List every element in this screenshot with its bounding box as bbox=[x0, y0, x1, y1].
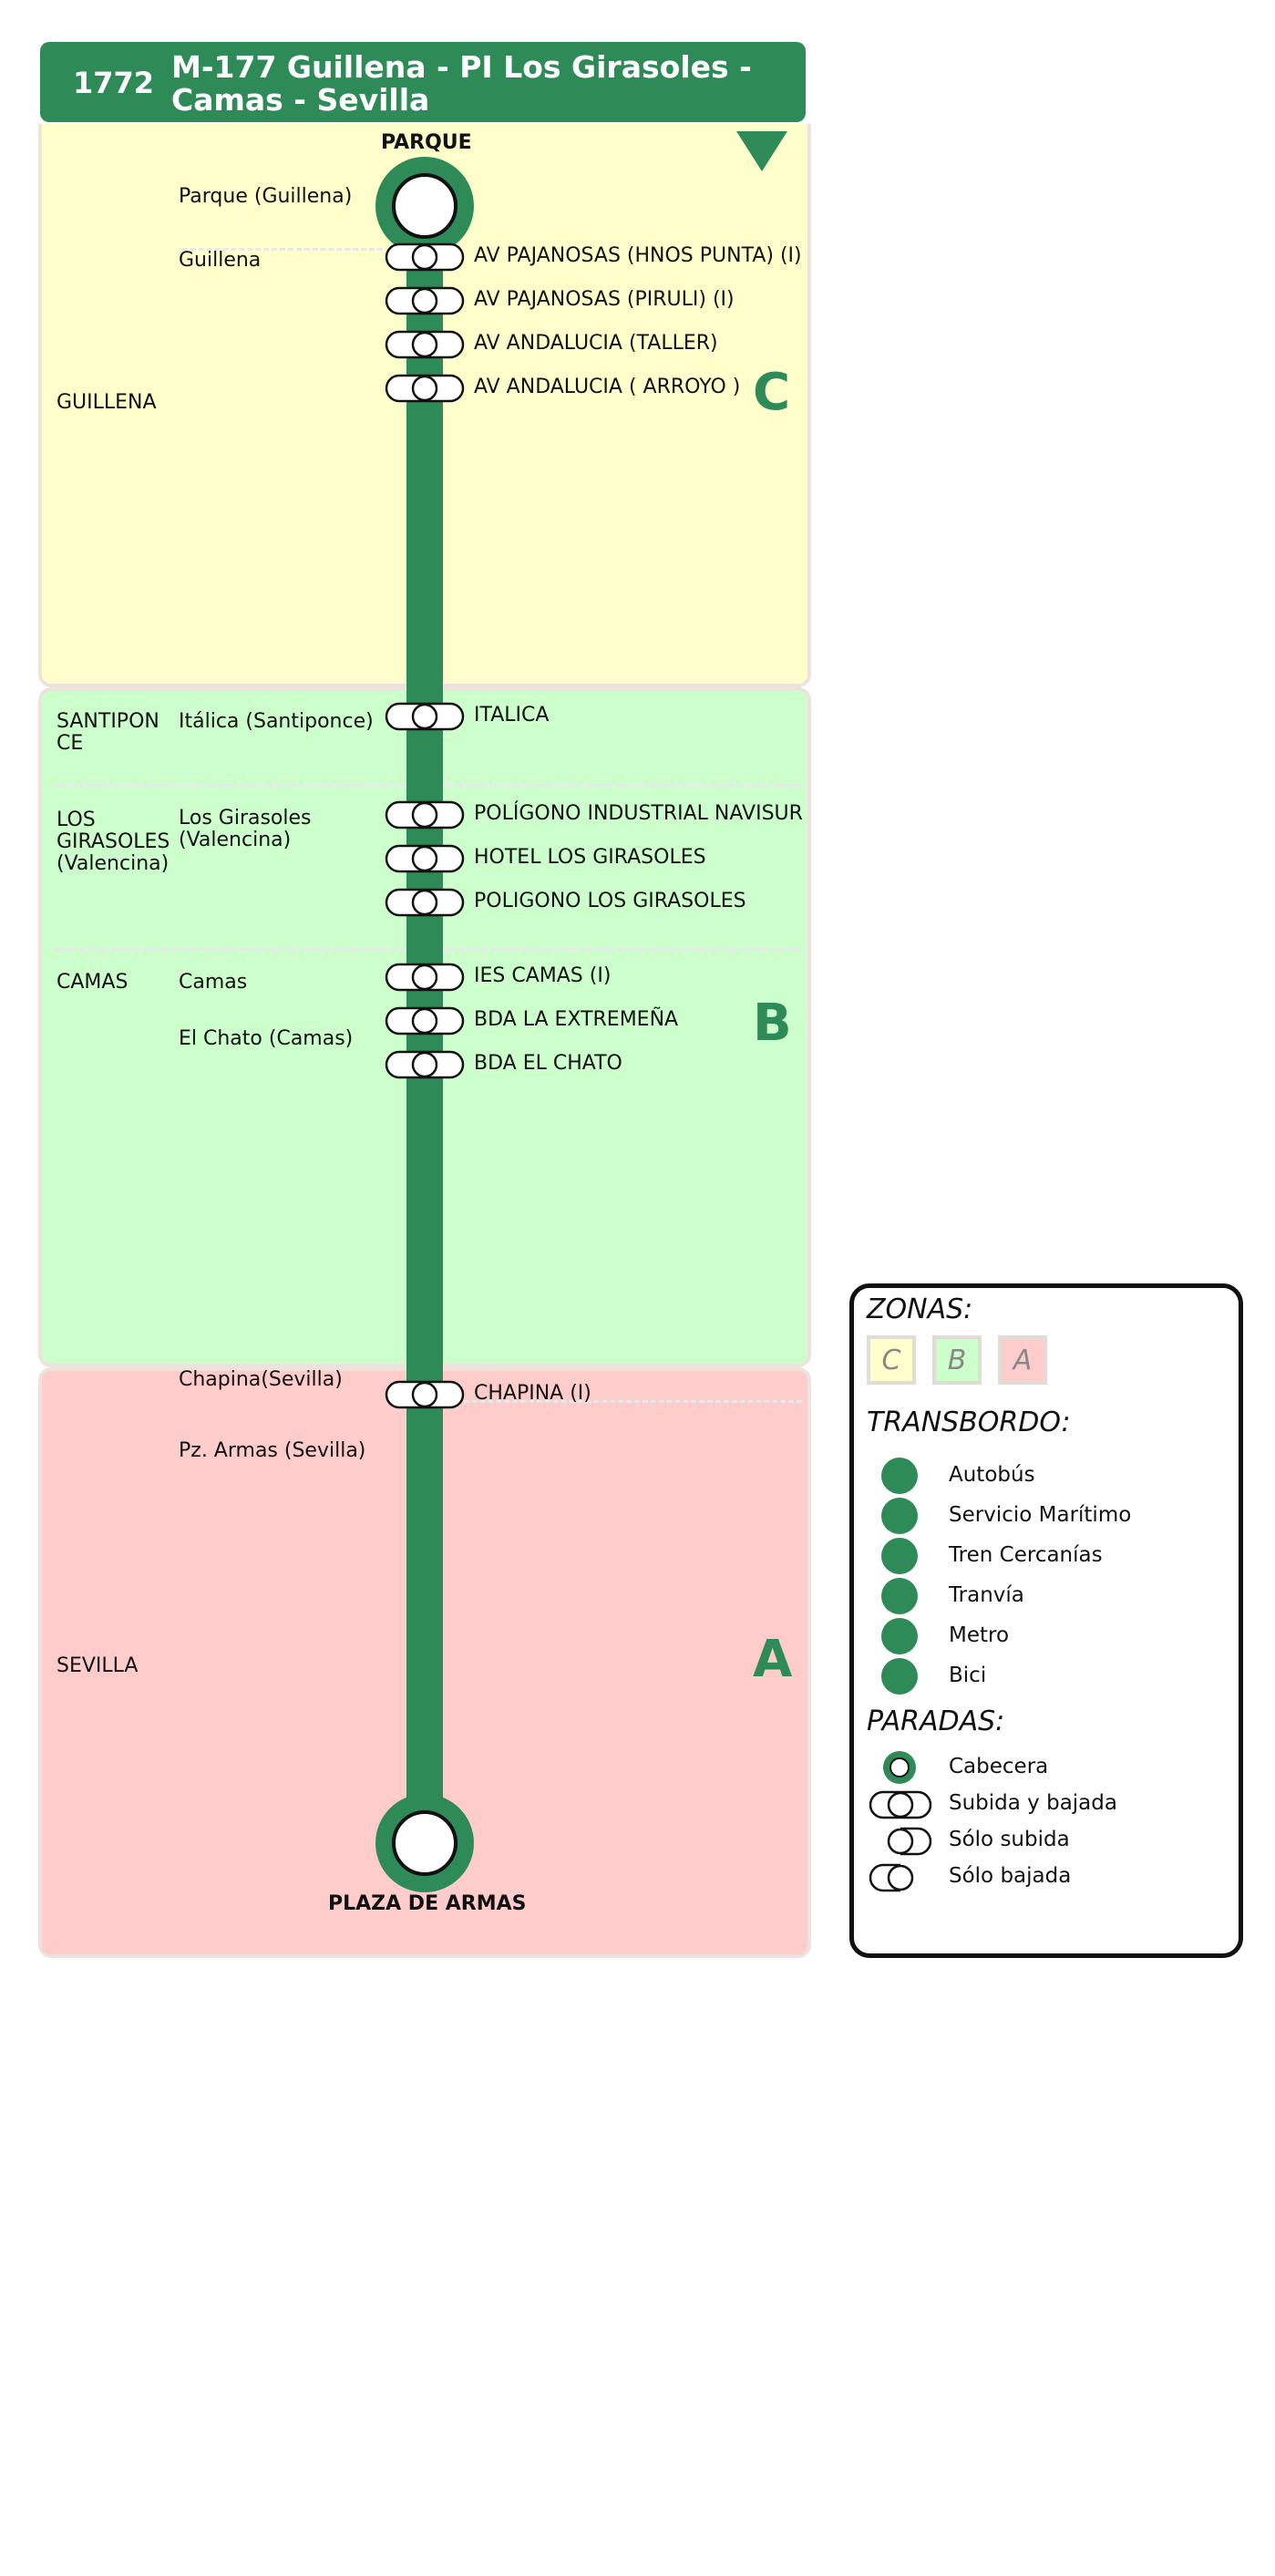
stop-marker bbox=[385, 844, 465, 873]
legend-transfer-label: Metro bbox=[949, 1623, 1010, 1647]
stop-label: POLÍGONO INDUSTRIAL NAVISUR bbox=[474, 802, 803, 825]
municipality-los-girasoles: LOS GIRASOLES (Valencina) bbox=[57, 809, 170, 875]
stop-marker bbox=[385, 330, 465, 359]
metro-icon bbox=[881, 1618, 918, 1654]
stop-marker bbox=[385, 963, 465, 992]
legend-zone-a: A bbox=[998, 1335, 1047, 1385]
stop-group-label: Los Girasoles (Valencina) bbox=[179, 807, 312, 851]
legend-zone-b: B bbox=[932, 1335, 982, 1385]
legend-transfer-label: Servicio Marítimo bbox=[949, 1503, 1132, 1527]
terminal-end-marker bbox=[375, 1794, 474, 1892]
tram-icon bbox=[881, 1578, 918, 1614]
legend-zone-c: C bbox=[867, 1335, 916, 1385]
terminal-start-label: PARQUE bbox=[381, 131, 472, 154]
stop-label: POLIGONO LOS GIRASOLES bbox=[474, 890, 746, 912]
stop-label: HOTEL LOS GIRASOLES bbox=[474, 846, 706, 869]
terminal-stop-icon bbox=[883, 1751, 916, 1784]
stop-marker bbox=[385, 702, 465, 731]
legend-transfer-label: Tren Cercanías bbox=[949, 1543, 1103, 1567]
stop-label: IES CAMAS (I) bbox=[474, 964, 612, 987]
ferry-icon bbox=[881, 1498, 918, 1534]
stop-label: ITALICA bbox=[474, 704, 550, 726]
route-number: 1772 bbox=[73, 66, 155, 100]
separator bbox=[456, 1400, 802, 1403]
municipality-camas: CAMAS bbox=[57, 971, 129, 994]
legend-transfer-label: Autobús bbox=[949, 1463, 1035, 1487]
stop-marker bbox=[385, 1050, 465, 1079]
stop-marker bbox=[385, 242, 465, 272]
zone-letter-b: B bbox=[753, 994, 792, 1053]
legend-stop-type-label: Sólo bajada bbox=[949, 1864, 1072, 1888]
zone-letter-c: C bbox=[753, 363, 791, 422]
legend-stop-type-label: Sólo subida bbox=[949, 1828, 1070, 1851]
stop-marker bbox=[385, 1006, 465, 1036]
legend-stop-type-label: Cabecera bbox=[949, 1755, 1049, 1778]
stop-group-label: Itálica (Santiponce) bbox=[179, 710, 374, 733]
stop-group-label: El Chato (Camas) bbox=[179, 1027, 354, 1050]
stop-group-label: Camas bbox=[179, 971, 248, 994]
separator bbox=[182, 248, 383, 251]
terminal-start-marker bbox=[375, 157, 474, 255]
down-triangle-icon bbox=[736, 131, 787, 171]
stop-group-label: Guillena bbox=[179, 249, 262, 272]
stop-label: BDA LA EXTREMEÑA bbox=[474, 1008, 679, 1031]
alight-only-stop-icon bbox=[869, 1863, 914, 1892]
legend-transfer-label: Tranvía bbox=[949, 1583, 1024, 1607]
legend-stops-title: PARADAS: bbox=[867, 1705, 1005, 1737]
route-title: M-177 Guillena - PI Los Girasoles - Cama… bbox=[171, 49, 752, 118]
stop-marker bbox=[385, 888, 465, 917]
terminal-end-label: PLAZA DE ARMAS bbox=[328, 1892, 527, 1915]
board-alight-stop-icon bbox=[869, 1790, 932, 1819]
municipality-sevilla: SEVILLA bbox=[57, 1654, 139, 1677]
bike-icon bbox=[881, 1658, 918, 1695]
legend-zones-title: ZONAS: bbox=[867, 1293, 973, 1325]
stop-label: AV ANDALUCIA ( ARROYO ) bbox=[474, 376, 741, 398]
stop-label: AV PAJANOSAS (HNOS PUNTA) (I) bbox=[474, 244, 802, 267]
stop-label: CHAPINA (I) bbox=[474, 1382, 591, 1405]
train-icon bbox=[881, 1538, 918, 1574]
stop-label: AV ANDALUCIA (TALLER) bbox=[474, 332, 718, 355]
legend: ZONAS: C B A TRANSBORDO: Autobús Servici… bbox=[849, 1283, 1243, 1958]
zone-letter-a: A bbox=[753, 1630, 793, 1689]
stop-marker bbox=[385, 286, 465, 315]
legend-transfer-title: TRANSBORDO: bbox=[867, 1406, 1071, 1438]
stop-marker bbox=[385, 374, 465, 403]
stop-marker bbox=[385, 1380, 465, 1409]
stop-group-label: Chapina(Sevilla) bbox=[179, 1368, 343, 1391]
legend-stop-type-label: Subida y bajada bbox=[949, 1791, 1117, 1815]
stop-label: BDA EL CHATO bbox=[474, 1052, 622, 1075]
board-only-stop-icon bbox=[887, 1827, 932, 1856]
stop-label: AV PAJANOSAS (PIRULI) (I) bbox=[474, 288, 735, 311]
legend-transfer-label: Bici bbox=[949, 1664, 987, 1687]
stop-group-label: Parque (Guillena) bbox=[179, 185, 353, 208]
stop-marker bbox=[385, 800, 465, 829]
route-header: 1772 M-177 Guillena - PI Los Girasoles -… bbox=[40, 42, 806, 122]
bus-icon bbox=[881, 1458, 918, 1494]
stop-group-label: Pz. Armas (Sevilla) bbox=[179, 1439, 366, 1462]
municipality-guillena: GUILLENA bbox=[57, 391, 157, 414]
municipality-santiponce: SANTIPONCE bbox=[57, 710, 159, 755]
